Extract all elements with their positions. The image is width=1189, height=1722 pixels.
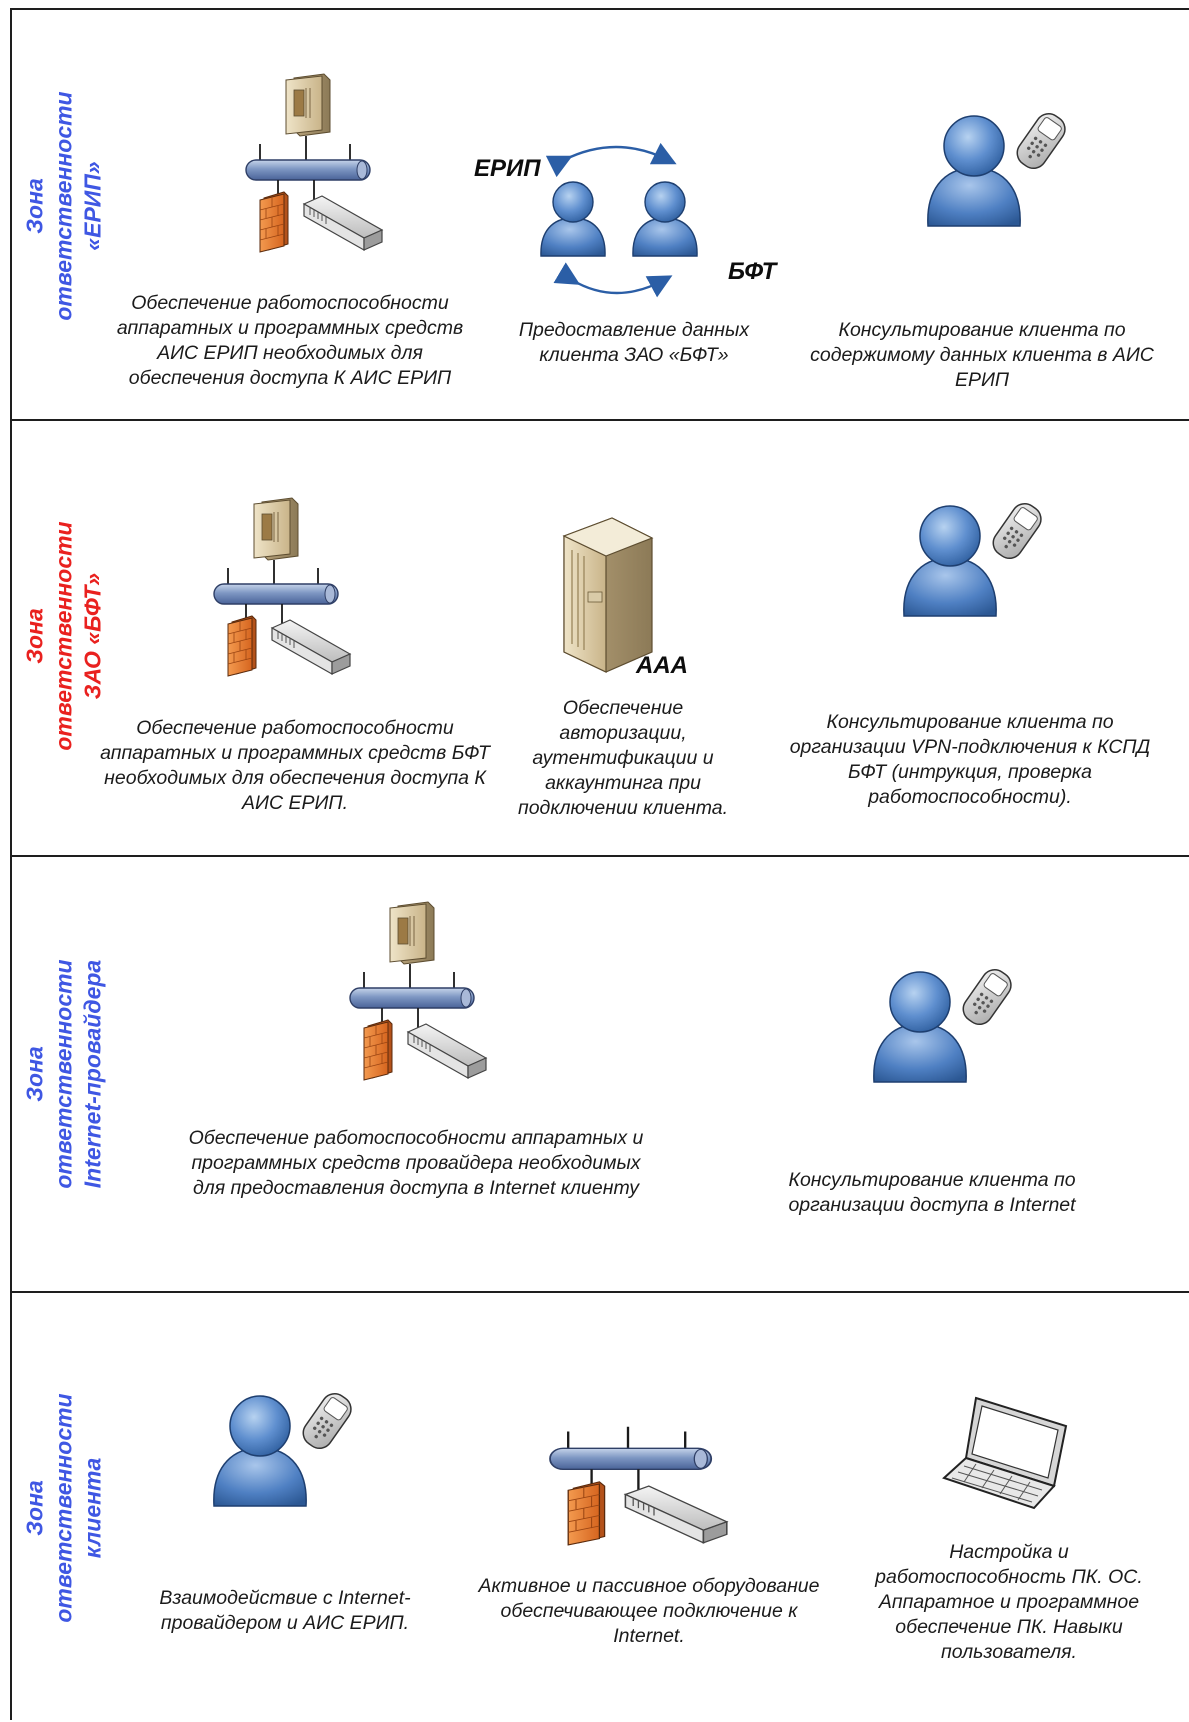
laptop-icon bbox=[942, 1396, 1068, 1510]
zone-divider bbox=[10, 419, 1189, 421]
network-infrastructure-icon bbox=[213, 497, 351, 677]
user-with-phone-icon bbox=[903, 497, 1047, 617]
diagram-frame bbox=[10, 8, 1189, 1720]
user-with-phone-icon bbox=[927, 107, 1071, 227]
caption-bft-infra: Обеспечение работоспособности аппаратных… bbox=[100, 717, 490, 814]
zone-divider bbox=[10, 1291, 1189, 1293]
caption-bft-aaa: Обеспечение авторизации, аутентификации … bbox=[517, 697, 729, 819]
zone-label-bft: Зона ответственности ЗАО «БФТ» bbox=[21, 521, 106, 751]
user-icon bbox=[632, 181, 698, 257]
zone-divider bbox=[10, 855, 1189, 857]
caption-client-interaction: Взаимодействие с Internet-провайдером и … bbox=[159, 1587, 411, 1634]
user-with-phone-icon bbox=[213, 1387, 357, 1507]
label-erip: ЕРИП bbox=[474, 155, 541, 182]
label-aaa: AAA bbox=[636, 652, 688, 679]
caption-erip-infra: Обеспечение работоспособности аппаратных… bbox=[116, 292, 464, 389]
user-with-phone-icon bbox=[873, 963, 1017, 1083]
network-infrastructure-icon bbox=[245, 73, 383, 253]
caption-erip-exchange: Предоставление данных клиента ЗАО «БФТ» bbox=[518, 319, 750, 366]
zone-label-provider: Зона ответственности Internet-провайдера bbox=[21, 959, 106, 1189]
caption-provider-support: Консультирование клиента по организации … bbox=[788, 1169, 1076, 1216]
network-equipment-icon bbox=[550, 1372, 750, 1544]
caption-client-equipment: Активное и пассивное оборудование обеспе… bbox=[478, 1575, 820, 1647]
caption-client-pc: Настройка и работоспособность ПК. ОС. Ап… bbox=[875, 1541, 1143, 1663]
user-icon bbox=[540, 181, 606, 257]
caption-erip-support: Консультирование клиента по содержимому … bbox=[810, 319, 1154, 391]
aaa-server-icon bbox=[562, 517, 654, 673]
zone-label-erip: Зона ответственности «ЕРИП» bbox=[21, 91, 106, 321]
label-bft: БФТ bbox=[728, 258, 777, 285]
caption-provider-infra: Обеспечение работоспособности аппаратных… bbox=[188, 1127, 644, 1199]
exchange-arrows-icon bbox=[540, 142, 698, 298]
zone-label-client: Зона ответственности клиента bbox=[21, 1393, 106, 1623]
network-infrastructure-icon bbox=[349, 901, 487, 1081]
caption-bft-support: Консультирование клиента по организации … bbox=[789, 711, 1151, 808]
